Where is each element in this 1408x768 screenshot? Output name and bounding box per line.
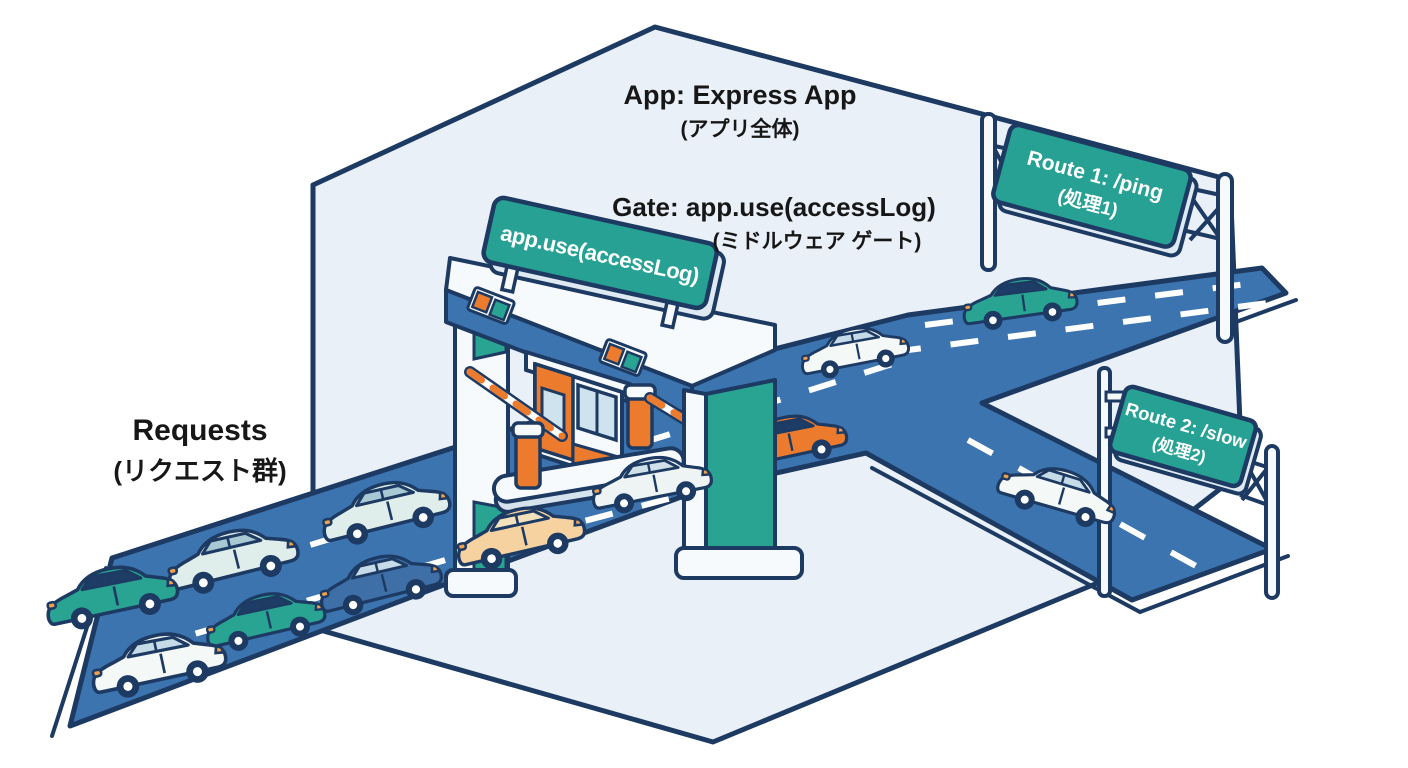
requests-label: Requests (リクエスト群) xyxy=(40,414,360,488)
gate-label-title: Gate: app.use(accessLog) xyxy=(612,192,936,222)
requests-label-title: Requests xyxy=(132,414,268,447)
route2-post-left xyxy=(1097,366,1112,598)
gate-indicator-light-1 xyxy=(466,286,516,325)
gate-label-subtitle: (ミドルウェア ゲート) xyxy=(712,230,922,253)
requests-label-subtitle: (リクエスト群) xyxy=(113,456,287,486)
route1-gantry: Route 1: /ping (処理1) xyxy=(980,112,1234,344)
app-label-subtitle: (アプリ全体) xyxy=(680,118,800,141)
route1-post-right xyxy=(1216,172,1234,344)
gantry-pillar-right-base xyxy=(674,546,804,580)
gantry-pillar-right xyxy=(674,378,804,580)
barrier-arm-left xyxy=(464,366,568,442)
route2-sign: Route 2: /slow (処理2) xyxy=(1107,384,1263,496)
app-label: App: Express App (アプリ全体) xyxy=(540,80,940,143)
gate-label: Gate: app.use(accessLog) (ミドルウェア ゲート) xyxy=(564,192,984,255)
toll-booth xyxy=(524,350,632,485)
route1-sign: Route 1: /ping (処理1) xyxy=(991,122,1199,258)
barrier-post-1 xyxy=(511,421,545,490)
route2-signpost: Route 2: /slow (処理2) xyxy=(1097,366,1280,600)
route2-post-right xyxy=(1264,444,1280,600)
gate-indicator-light-2 xyxy=(598,338,648,377)
app-label-title: App: Express App xyxy=(623,80,857,110)
